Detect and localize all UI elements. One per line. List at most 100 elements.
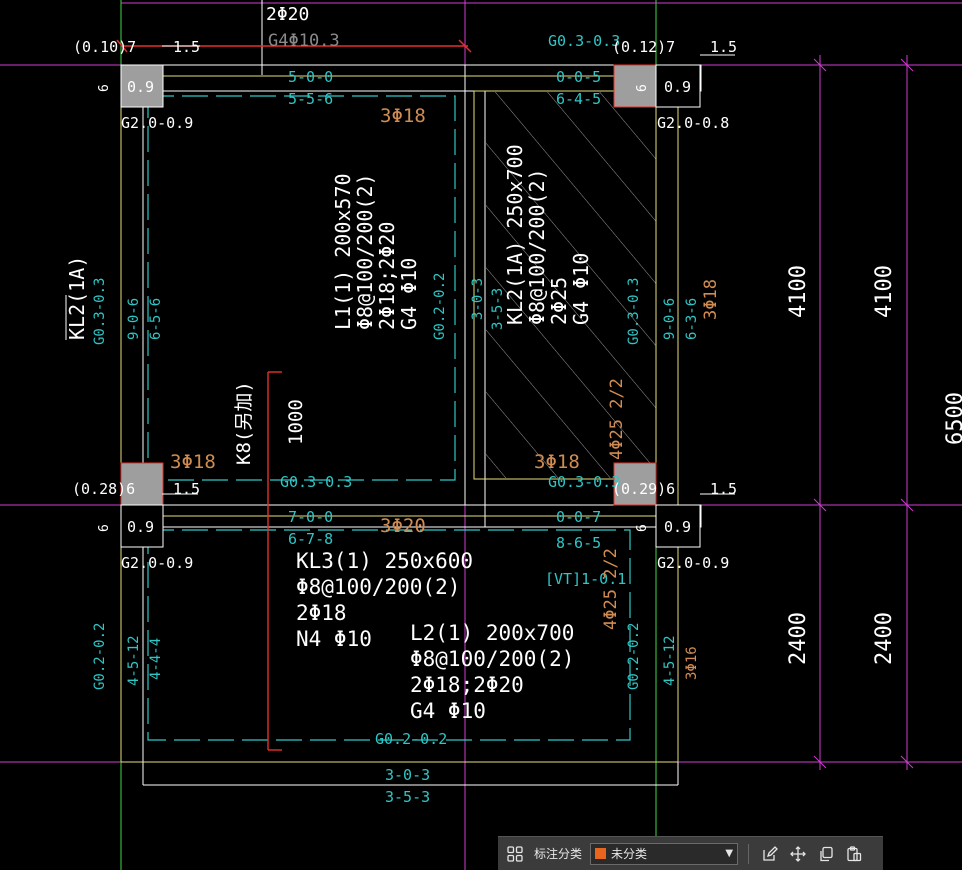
rebar-code-label: 3-5-3 (490, 288, 506, 330)
rebar-label: 3Φ18 (701, 279, 721, 320)
beam-label: Φ8@100/200(2) (525, 168, 549, 325)
annotations: 2Φ20 G4Φ10.3 (0.10)7 1.5 0.9 6 5-0-0 5-5… (65, 4, 962, 806)
stirrup-label: G0.2-0.2 (375, 730, 447, 748)
column-dim-label: 0.9 (127, 78, 154, 96)
beam-label: Φ8@100/200(2) (410, 647, 574, 671)
dimension-text: 6500 (943, 392, 962, 445)
opening-dim-label: 1000 (285, 399, 307, 445)
beam-label: 2Φ18 (296, 601, 347, 625)
column-dim-label: 6 (97, 84, 112, 92)
rebar-code-label: 5-5-6 (288, 90, 333, 108)
beam-label: 2Φ25 (547, 277, 571, 325)
dimension-text: 2400 (872, 612, 897, 665)
rebar-code-label: 0-0-5 (556, 68, 601, 86)
beam-label: G4 Φ10 (410, 699, 486, 723)
rebar-code-label: 4-5-12 (126, 635, 142, 686)
rebar-code-label: 3-0-3 (470, 278, 486, 320)
column-dim-label: 1.5 (710, 480, 737, 498)
rebar-code-label: 6-4-5 (556, 90, 601, 108)
dashed-outlines (147, 95, 631, 741)
column-stirrup-label: G2.0-0.8 (657, 114, 729, 132)
column-mid-right (613, 462, 657, 506)
opening-label: K8(另加) (233, 381, 255, 465)
beam-label: N4 Φ10 (296, 627, 372, 651)
rebar-code-label: 6-7-8 (288, 530, 333, 548)
rebar-code-label: 7-0-0 (288, 508, 333, 526)
column-top-left (120, 64, 164, 108)
column-stirrup-label: G2.0-0.9 (121, 554, 193, 572)
column-offset-label: (0.28)6 (72, 480, 135, 498)
grid-layers-icon[interactable] (504, 843, 526, 865)
beam-label: L2(1) 200x700 (410, 621, 574, 645)
beam-label: Φ8@100/200(2) (296, 575, 460, 599)
column-dim-label: 1.5 (710, 38, 737, 56)
rebar-code-label: 8-6-5 (556, 534, 601, 552)
rebar-label: 4Φ25 2/2 (607, 378, 627, 460)
rebar-code-label: 6-5-6 (148, 298, 164, 340)
beam-label: 2Φ18;2Φ20 (375, 222, 399, 330)
rebar-label: 3Φ18 (170, 451, 216, 473)
beam-label: KL2(1A) (65, 256, 89, 340)
column-dim-label: 0.9 (664, 78, 691, 96)
rebar-code-label: 4-4-4 (148, 638, 164, 680)
beam-label: KL3(1) 250x600 (296, 549, 473, 573)
column-dim-label: 6 (635, 524, 650, 532)
rebar-label: 3Φ18 (380, 105, 426, 127)
stirrup-label: G0.3-0.3 (548, 473, 620, 491)
rebar-code-label: 9-0-6 (662, 298, 678, 340)
stirrup-label: G0.2-0.2 (92, 623, 108, 690)
category-color-swatch (595, 848, 607, 859)
paste-icon[interactable] (843, 843, 865, 865)
dimension-lines (700, 55, 962, 770)
column-offset-label: (0.12)7 (612, 38, 675, 56)
copy-icon[interactable] (815, 843, 837, 865)
column-mid-left (120, 462, 164, 506)
rebar-code-label: 6-3-6 (684, 298, 700, 340)
stirrup-label: G0.3-0.3 (280, 473, 352, 491)
annotation-toolbar: 标注分类 未分类 ▼ (498, 836, 883, 870)
toolbar-divider (748, 843, 750, 864)
dimension-text: 4100 (872, 265, 897, 318)
hatched-opening (486, 92, 656, 478)
column-stirrup-label: G2.0-0.9 (657, 554, 729, 572)
category-label: 标注分类 (534, 847, 583, 861)
category-select[interactable]: 未分类 ▼ (590, 842, 739, 865)
rebar-code-label: 3-0-3 (385, 766, 430, 784)
beam-label: L1(1) 200x570 (331, 173, 355, 330)
columns (65, 45, 735, 548)
beam-label: G4 Φ10 (397, 258, 421, 330)
rebar-code-label: 4-5-12 (662, 635, 678, 686)
rebar-code-label: 9-0-6 (126, 298, 142, 340)
stirrup-label: G0.3-0.3 (92, 278, 108, 345)
column-dim-label: 0.9 (127, 518, 154, 536)
dimension-text: 4100 (786, 265, 811, 318)
rebar-label: 2Φ20 (266, 4, 309, 25)
rebar-label: 4Φ25 2/2 (601, 548, 621, 630)
stirrup-label: G0.2-0.2 (626, 623, 642, 690)
stirrup-label: G0.3-0.3 (548, 32, 620, 50)
vt-label: [VT]1-0.1 (545, 570, 626, 588)
rebar-label: 3Φ16 (684, 646, 700, 680)
beam-label: 2Φ18;2Φ20 (410, 673, 524, 697)
overlap-label: G4Φ10.3 (268, 31, 340, 51)
column-dim-label: 1.5 (173, 38, 200, 56)
beam-label: Φ8@100/200(2) (353, 173, 377, 330)
edit-icon[interactable] (759, 843, 781, 865)
rebar-code-label: 0-0-7 (556, 508, 601, 526)
stirrup-label: G0.2-0.2 (432, 273, 448, 340)
column-dim-label: 0.9 (664, 518, 691, 536)
rebar-code-label: 3-5-3 (385, 788, 430, 806)
rebar-label: 3Φ20 (380, 515, 426, 537)
column-offset-label: (0.10)7 (73, 38, 136, 56)
move-icon[interactable] (787, 843, 809, 865)
beam-label: KL2(1A) 250x700 (503, 144, 527, 325)
category-select-value: 未分类 (611, 847, 648, 861)
slab-edges (120, 75, 679, 763)
dimension-text: 2400 (786, 612, 811, 665)
chevron-down-icon: ▼ (725, 848, 734, 859)
column-dim-label: 1.5 (173, 480, 200, 498)
stirrup-label: G0.3-0.3 (626, 278, 642, 345)
column-stirrup-label: G2.0-0.9 (121, 114, 193, 132)
column-dim-label: 6 (97, 524, 112, 532)
